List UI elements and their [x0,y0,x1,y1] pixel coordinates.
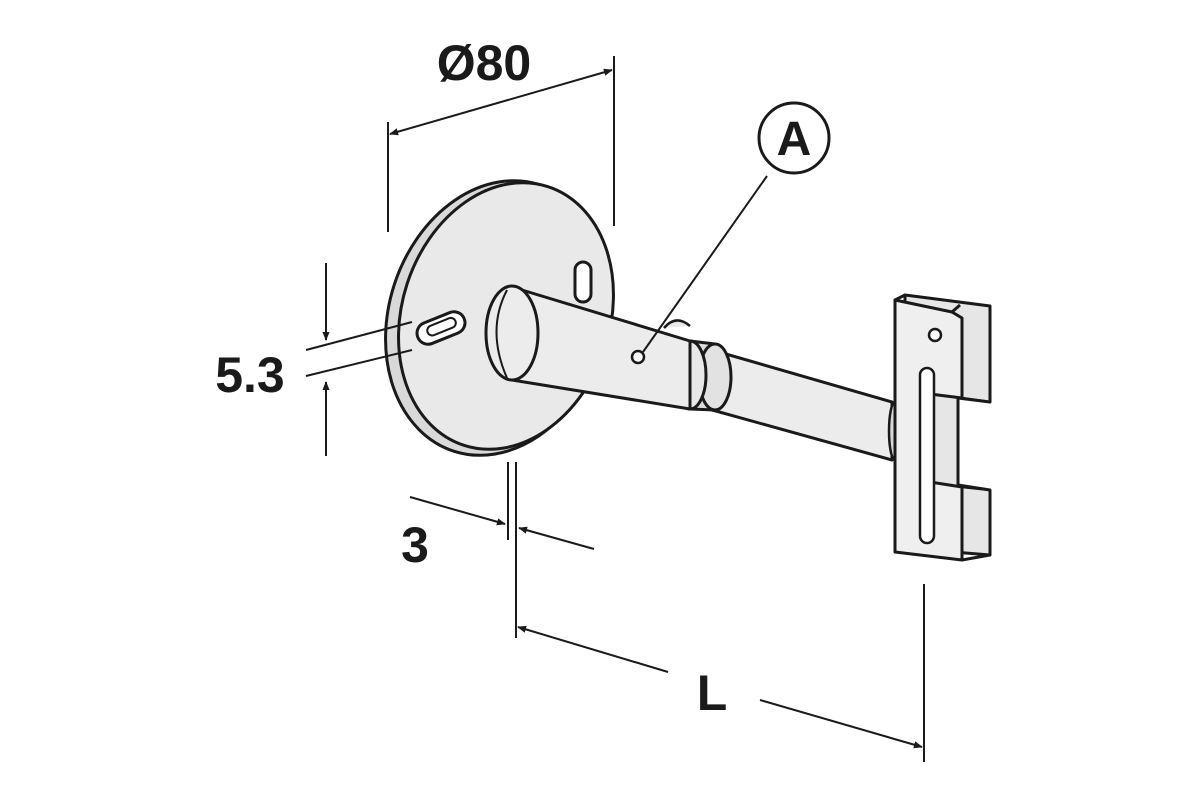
diameter-label: Ø80 [437,35,532,91]
plate-thickness-label: 3 [401,517,429,573]
callout-a [642,101,831,353]
dimension-slot-height [305,263,413,456]
plate-slot-top [573,260,593,304]
clip-front-plate [893,293,991,562]
dimension-plate-thickness [409,462,595,638]
slot-height-label: 5.3 [215,347,285,403]
inner-tube [703,346,903,462]
dimension-diameter [387,56,615,232]
set-screw [630,319,691,365]
length-label: L [697,665,728,721]
outer-tube [484,284,692,411]
dimension-length [517,584,925,762]
plate-slot-left [415,310,467,346]
callout-a-label: A [777,113,812,166]
